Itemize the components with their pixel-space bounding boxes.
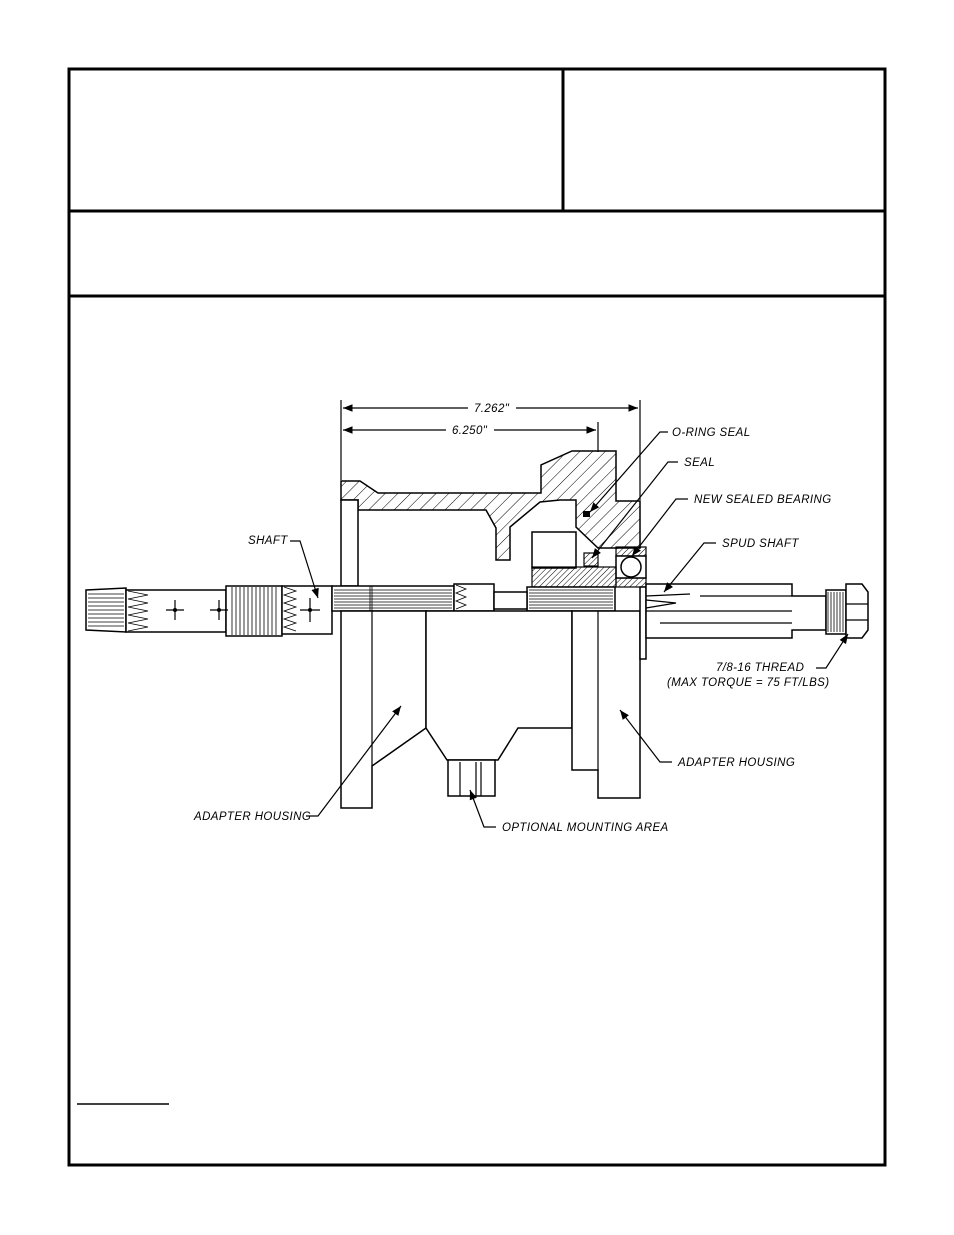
label-adapter-housing-right: ADAPTER HOUSING [677, 757, 795, 769]
callouts: O-RING SEAL SEAL NEW SEALED BEARING SPUD… [193, 427, 832, 834]
housing-seal-plate [639, 586, 647, 660]
oring-groove [583, 511, 590, 517]
shaft-neck [493, 591, 528, 610]
dimensions: 7.262" 6.250" [340, 400, 641, 500]
shaft-spline-mid [225, 585, 283, 637]
spud-nut [845, 583, 869, 639]
center-marks [166, 598, 320, 622]
label-sealed-bearing: NEW SEALED BEARING [694, 494, 832, 506]
spline-teeth [127, 590, 149, 632]
label-thread: 7/8-16 THREAD [716, 662, 804, 674]
spud-shaft-point [645, 593, 691, 612]
coupling [526, 566, 617, 612]
label-torque: (MAX TORQUE = 75 FT/LBS) [667, 677, 829, 689]
label-spud-shaft: SPUD SHAFT [722, 538, 799, 550]
shaft-step [453, 583, 495, 612]
dim-housing-text: 6.250" [452, 425, 488, 437]
spud-shaft [645, 583, 869, 639]
input-shaft [85, 583, 528, 637]
spline-teeth [454, 584, 468, 610]
bearing-ball [620, 556, 642, 578]
seal-ring [583, 552, 599, 567]
label-oring-seal: O-RING SEAL [672, 427, 751, 439]
housing-hatched-body [340, 450, 641, 561]
title-block [67, 67, 887, 1167]
dim-overall-text: 7.262" [474, 403, 510, 415]
adapter-housing-body [340, 586, 647, 809]
adapter-housing-left-plate [340, 610, 427, 809]
housing-flange-left [340, 499, 359, 587]
inner-bore [531, 531, 577, 569]
label-shaft: SHAFT [248, 535, 288, 547]
label-seal: SEAL [684, 457, 715, 469]
adapter-housing-right-plate [571, 610, 641, 799]
sheet-border [67, 67, 887, 1167]
adapter-center-web [425, 610, 573, 761]
label-adapter-housing-left: ADAPTER HOUSING [193, 811, 311, 823]
label-optional-mounting-area: OPTIONAL MOUNTING AREA [502, 822, 669, 834]
spline-teeth [282, 586, 298, 632]
optional-mount-block [447, 759, 496, 797]
leaders [290, 431, 849, 828]
